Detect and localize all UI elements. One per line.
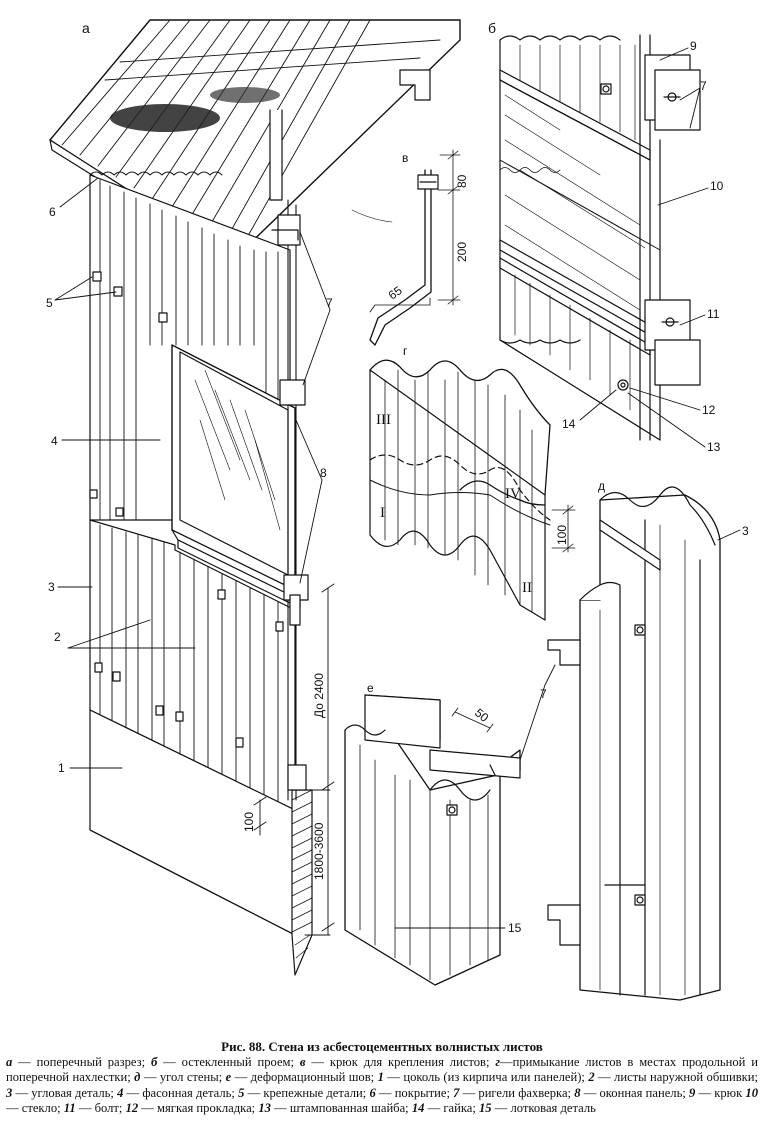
- callout-12: 12: [702, 403, 716, 417]
- caption-description: — болт;: [75, 1100, 126, 1115]
- plinth: [89, 709, 313, 976]
- caption-description: — ригели фахверка;: [459, 1085, 575, 1100]
- caption-description: — цоколь (из кирпича или панелей);: [383, 1070, 589, 1085]
- caption-key: 13: [258, 1100, 271, 1115]
- caption-key: 2: [588, 1070, 595, 1085]
- view-e-expansion-joint: [344, 664, 556, 986]
- roman-1: I: [380, 505, 385, 521]
- dim-65: 65: [386, 283, 405, 302]
- caption-description: — фасонная деталь;: [123, 1085, 239, 1100]
- caption-key: е: [225, 1070, 232, 1085]
- caption-key: 7: [453, 1085, 460, 1100]
- caption-description: — деформационный шов;: [231, 1070, 378, 1085]
- figure-caption: Рис. 88. Стена из асбестоцементных волни…: [6, 1039, 758, 1116]
- view-g-sheet-overlap: [369, 359, 576, 621]
- caption-key: 11: [63, 1100, 76, 1115]
- callout-13: 13: [707, 440, 721, 454]
- callout-7a: 7: [326, 296, 333, 310]
- callout-11: 11: [707, 307, 720, 321]
- roman-2: II: [522, 580, 532, 596]
- caption-key: 5: [238, 1085, 245, 1100]
- caption-key: 4: [117, 1085, 124, 1100]
- label-view-a: а: [82, 20, 90, 36]
- caption-description: — стекло;: [6, 1100, 64, 1115]
- caption-key: 12: [125, 1100, 139, 1115]
- dim-80: 80: [455, 174, 469, 188]
- dim-2400: До 2400: [312, 673, 326, 718]
- dim-1800-3600: 1800-3600: [312, 822, 326, 880]
- callout-15: 15: [508, 921, 522, 935]
- caption-description: — крюк: [695, 1085, 746, 1100]
- technical-drawing: а б в г д е 6 5 7 4 8 3 2 1 9 7 10 11 12…: [46, 19, 749, 1001]
- label-view-b: б: [488, 20, 496, 36]
- callout-3a: 3: [48, 580, 55, 594]
- caption-description: — угол стены;: [140, 1070, 226, 1085]
- caption-description: — крепежные детали;: [244, 1085, 370, 1100]
- view-v-hook: [351, 149, 461, 346]
- roman-4: IV: [505, 486, 521, 502]
- caption-description: — гайка;: [424, 1100, 479, 1115]
- caption-description: — угловая деталь;: [12, 1085, 118, 1100]
- label-view-g: г: [403, 344, 408, 358]
- callout-7b: 7: [700, 79, 707, 93]
- caption-description: — лотковая деталь: [491, 1100, 596, 1115]
- caption-key: 1: [377, 1070, 384, 1085]
- view-a-wall-section: [49, 19, 461, 976]
- caption-key: 14: [411, 1100, 425, 1115]
- caption-description: — штампованная шайба;: [270, 1100, 412, 1115]
- caption-key: 10: [745, 1085, 758, 1100]
- caption-description: — мягкая прокладка;: [138, 1100, 259, 1115]
- dim-100-a: 100: [242, 812, 256, 832]
- caption-description: — крюк для крепления листов;: [305, 1055, 496, 1070]
- view-a-leaders: [54, 177, 331, 769]
- caption-key: д: [134, 1070, 141, 1085]
- callout-4: 4: [51, 434, 58, 448]
- callout-5: 5: [46, 296, 53, 310]
- window-panel: [171, 344, 301, 609]
- dim-100-g: 100: [555, 525, 569, 545]
- caption-description: — поперечный разрез;: [12, 1055, 151, 1070]
- caption-description: — покрытие;: [375, 1085, 454, 1100]
- caption-description: — остекленный проем;: [157, 1055, 300, 1070]
- caption-key: а: [6, 1055, 13, 1070]
- caption-legend: а — поперечный разрез; б — остекленный п…: [6, 1055, 758, 1116]
- callout-3d: 3: [742, 524, 749, 538]
- caption-key: 6: [369, 1085, 376, 1100]
- callout-8: 8: [320, 466, 327, 480]
- label-view-v: в: [402, 151, 408, 165]
- callout-7e: 7: [540, 687, 547, 701]
- view-d-wall-corner: [547, 486, 741, 1001]
- callout-6: 6: [49, 205, 56, 219]
- caption-key: в: [299, 1055, 306, 1070]
- dim-50: 50: [472, 706, 491, 726]
- view-b-glazed-opening: [499, 34, 709, 448]
- caption-description: — листы наружной обшивки;: [594, 1070, 758, 1085]
- caption-description: — оконная панель;: [580, 1085, 689, 1100]
- roman-3: III: [376, 412, 391, 428]
- caption-key: 15: [479, 1100, 492, 1115]
- caption-title: Рис. 88. Стена из асбестоцементных волни…: [221, 1039, 543, 1054]
- caption-key: г: [495, 1055, 501, 1070]
- caption-key: 9: [689, 1085, 696, 1100]
- callout-2: 2: [54, 630, 61, 644]
- callout-14: 14: [562, 417, 576, 431]
- caption-description: —примыкание листов в местах продольной и…: [6, 1055, 759, 1085]
- view-a-dimensions: [253, 583, 335, 936]
- callout-1: 1: [58, 761, 65, 775]
- label-view-e: е: [367, 681, 374, 695]
- callout-10: 10: [710, 179, 724, 193]
- caption-key: 8: [574, 1085, 581, 1100]
- caption-key: 3: [6, 1085, 13, 1100]
- caption-key: б: [150, 1055, 158, 1070]
- label-view-d: д: [598, 479, 605, 493]
- dim-200: 200: [455, 242, 469, 262]
- callout-9: 9: [690, 39, 697, 53]
